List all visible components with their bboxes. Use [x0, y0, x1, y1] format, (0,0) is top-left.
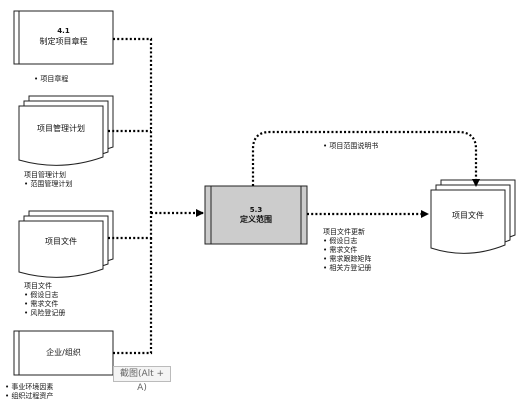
process-number: 5.3	[249, 206, 263, 214]
pm-plan-item: • 范围管理计划	[24, 180, 73, 188]
output-item: • 需求跟踪矩阵	[323, 255, 372, 263]
input-box-project-charter	[13, 10, 114, 65]
enterprise-box-title: 企业/组织	[46, 348, 81, 357]
output-heading: 项目文件更新	[323, 228, 365, 236]
scope-statement-label: • 项目范围说明书	[323, 142, 379, 150]
pm-plan-box-title: 项目管理计划	[37, 124, 85, 133]
output-box-project-docs	[430, 179, 516, 254]
docs-item: • 假设日志	[24, 291, 59, 299]
process-name: 定义范围	[240, 215, 272, 224]
docs-item: • 需求文件	[24, 300, 59, 308]
input-connectors	[108, 37, 480, 355]
input-box-project-docs	[18, 210, 114, 278]
process-box	[204, 185, 308, 245]
output-item: • 假设日志	[323, 237, 358, 245]
enterprise-item: • 组织过程资产	[5, 392, 54, 400]
arrow-scope-statement	[251, 130, 480, 187]
enterprise-item: • 事业环境因素	[5, 383, 54, 391]
screenshot-tooltip: 截图(Alt + A)	[113, 366, 171, 393]
output-box-title: 项目文件	[452, 211, 484, 220]
docs-box-title: 项目文件	[45, 237, 77, 246]
charter-box-number: 4.1	[57, 27, 70, 35]
connector-charter	[113, 37, 153, 213]
charter-box-title: 制定项目章程	[39, 37, 88, 46]
charter-item: • 项目章程	[34, 75, 69, 83]
docs-item: • 风险登记册	[24, 309, 66, 317]
connector-project-docs	[108, 213, 153, 240]
connector-enterprise	[113, 238, 153, 355]
docs-heading: 项目文件	[24, 282, 52, 290]
input-box-enterprise	[13, 330, 114, 376]
input-box-pm-plan	[18, 95, 114, 166]
pm-plan-heading: 项目管理计划	[24, 171, 66, 179]
output-item: • 相关方登记册	[323, 264, 372, 272]
output-item: • 需求文件	[323, 246, 358, 254]
